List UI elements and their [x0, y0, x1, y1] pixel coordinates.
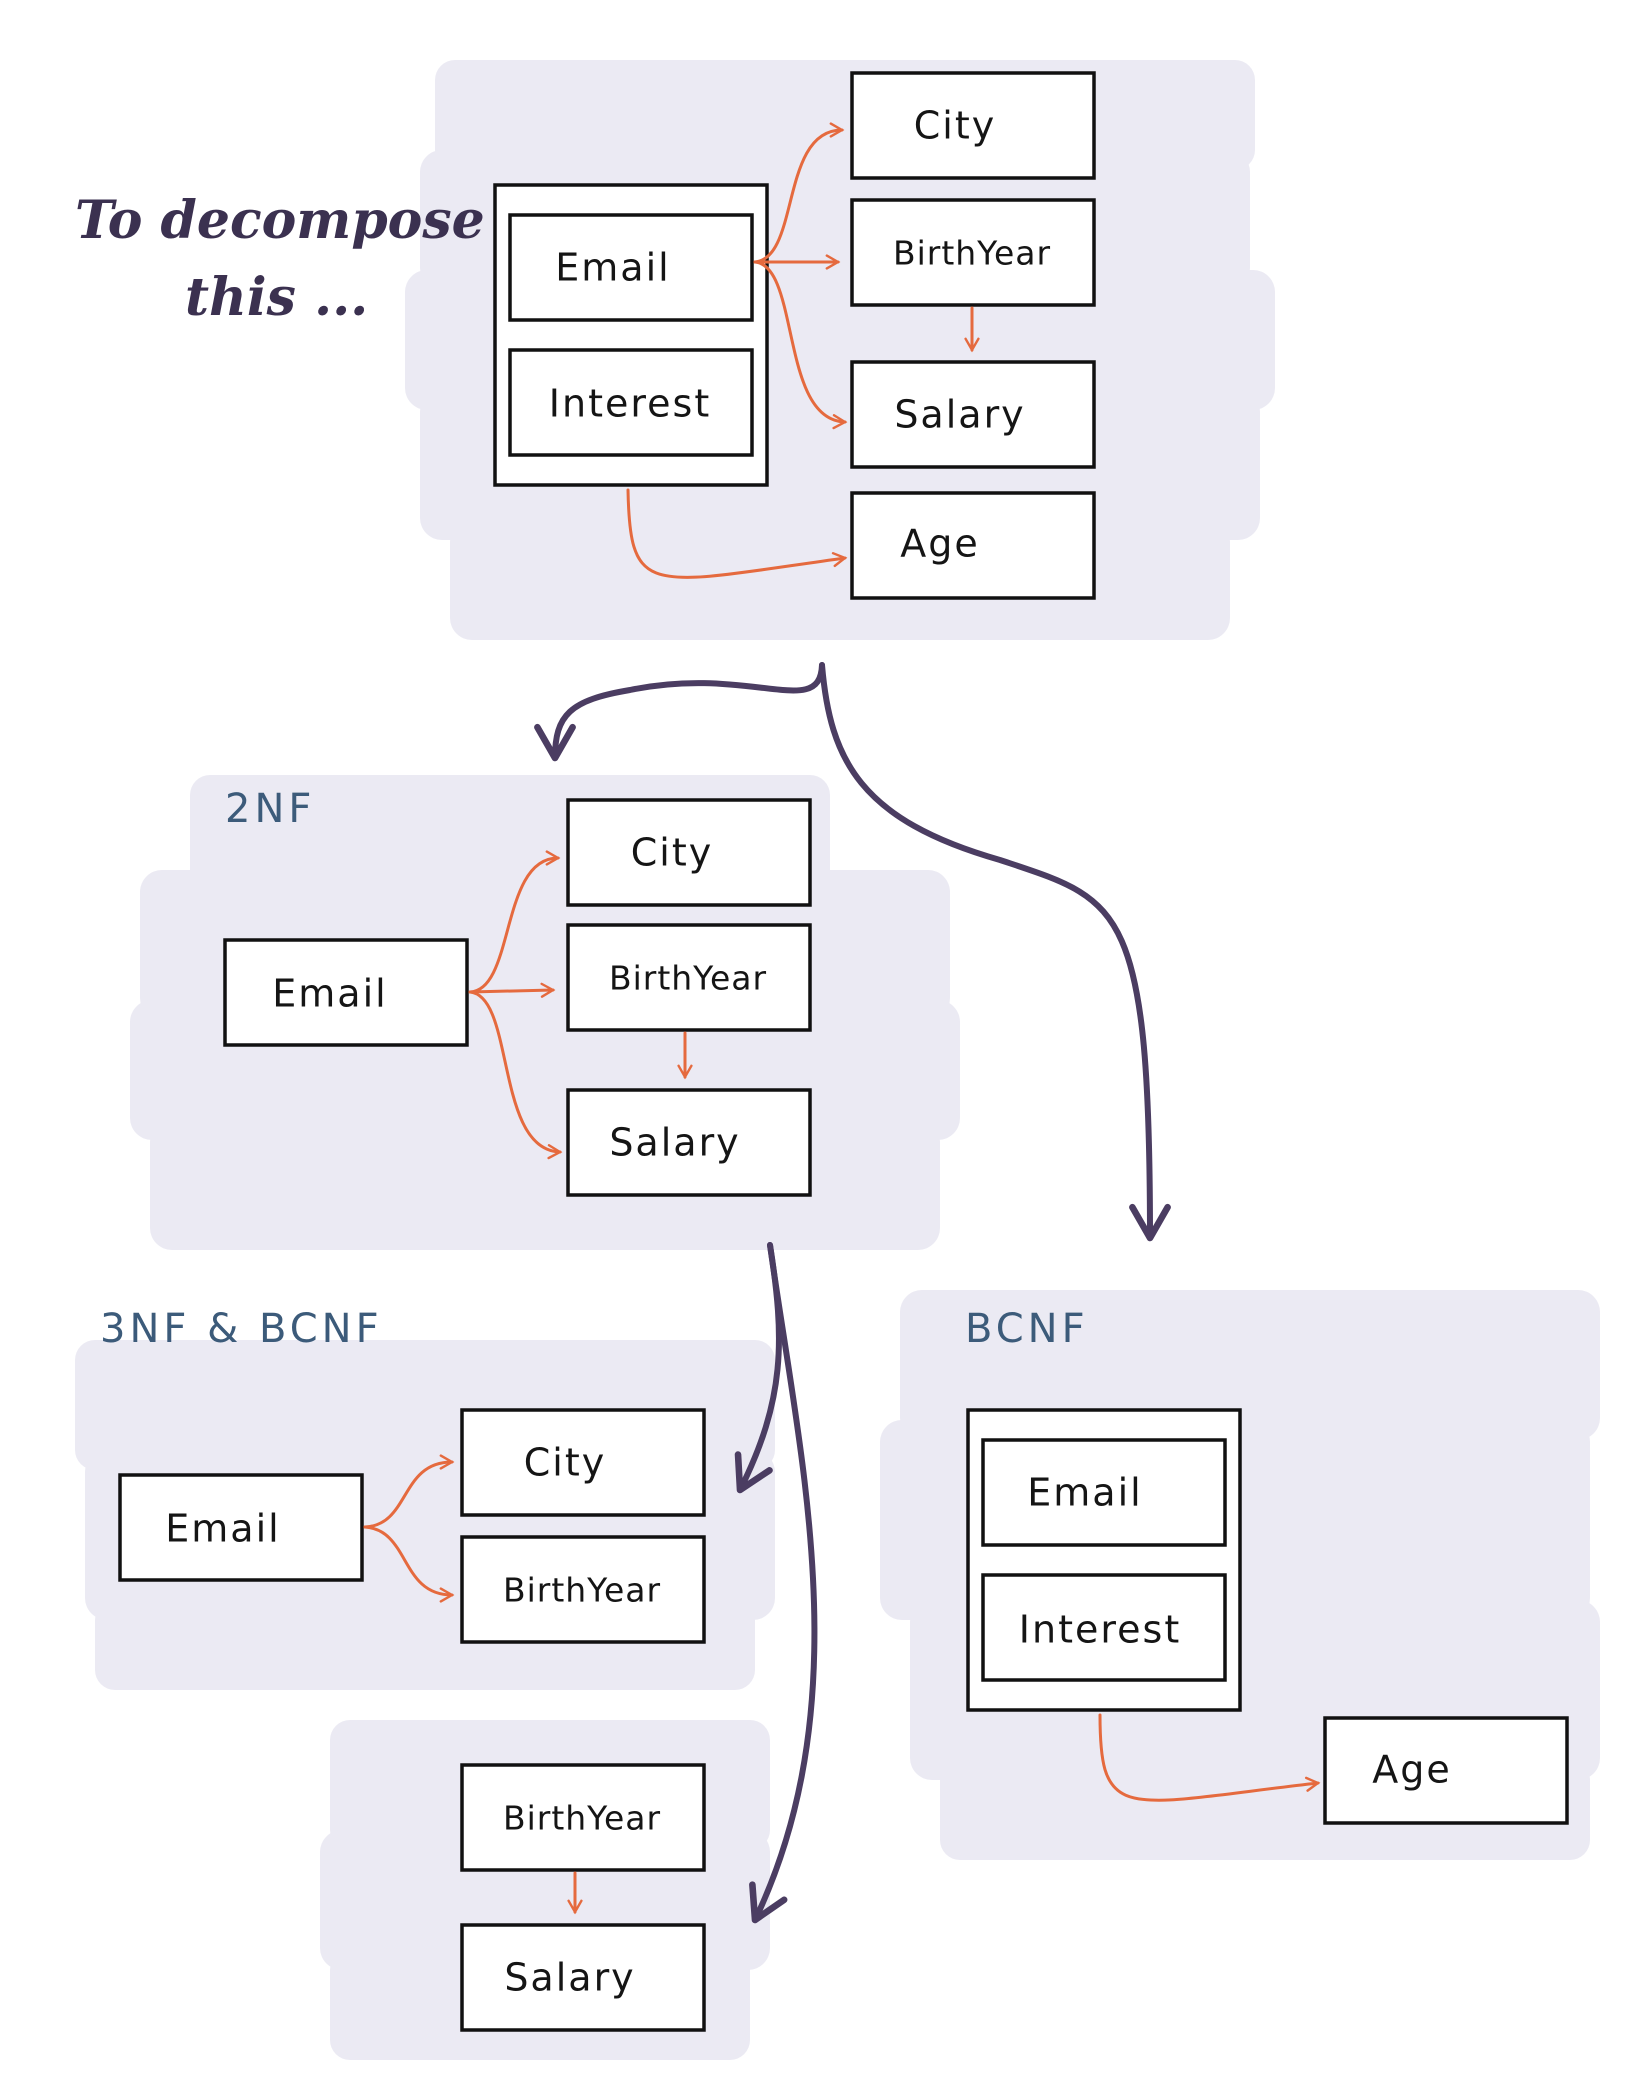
- nf3-t2-attr-salary-box: [460, 1923, 706, 2032]
- attr-salary-box: [850, 360, 1096, 469]
- key-interest-label: Interest: [549, 382, 711, 426]
- attr-age-box: [850, 491, 1096, 600]
- nf2-fd-email-birthyear: [468, 982, 556, 998]
- bcnf-heading: BCNF: [965, 1306, 1089, 1352]
- nf2-key-email-label: Email: [272, 972, 387, 1016]
- nf3-t1-key-email-label: Email: [165, 1507, 280, 1551]
- nf3-fd-email-city: [363, 1454, 455, 1529]
- attr-birthyear-label: BirthYear: [893, 234, 1051, 273]
- bcnf-key-email-label: Email: [1027, 1471, 1142, 1515]
- bcnf-fd-key-age: [1098, 1713, 1321, 1802]
- decompose-to-2nf-arrow: [534, 662, 825, 762]
- nf3-t2-key-birthyear-label: BirthYear: [503, 1799, 661, 1838]
- decompose-to-bcnf-arrow: [819, 662, 1171, 1242]
- nf2-heading: 2NF: [225, 786, 315, 832]
- nf3-t1-attr-birthyear-box: [460, 1535, 706, 1644]
- attr-age-label: Age: [900, 522, 980, 566]
- nf2-attr-birthyear-box: [566, 923, 812, 1032]
- nf3-t1-attr-city-label: City: [524, 1441, 606, 1485]
- original-relation: Email Interest City BirthYear Salary Age: [493, 71, 1096, 600]
- nf3-t2-attr-salary-label: Salary: [504, 1956, 635, 2000]
- key-email-label: Email: [555, 246, 670, 290]
- nf3-relations: 3NF & BCNF Email City BirthYear BirthYea…: [100, 1306, 706, 2032]
- key-email-box: [508, 213, 754, 322]
- fd-key-age: [626, 488, 848, 579]
- bcnf-attr-age-label: Age: [1372, 1748, 1452, 1792]
- nf3-fd-email-birthyear: [363, 1525, 455, 1603]
- key-interest-box: [508, 348, 754, 457]
- attr-birthyear-box: [850, 198, 1096, 307]
- decompose-to-3nf-table2-arrow: [749, 1242, 818, 1924]
- nf2-attr-salary-box: [566, 1088, 812, 1197]
- nf3-heading: 3NF & BCNF: [100, 1306, 383, 1352]
- nf3-t1-key-email-box: [118, 1473, 364, 1582]
- nf2-fd-email-salary: [468, 990, 563, 1160]
- fd-email-city: [753, 122, 845, 264]
- attr-salary-label: Salary: [894, 393, 1025, 437]
- nf3-t2-key-birthyear-box: [460, 1763, 706, 1872]
- nf2-key-email-box: [223, 938, 469, 1047]
- nf3-t1-attr-city-box: [460, 1408, 706, 1517]
- nf2-attr-city-label: City: [631, 831, 713, 875]
- intro-line-1: To decompose: [75, 190, 485, 251]
- nf2-attr-salary-label: Salary: [609, 1121, 740, 1165]
- nf2-relation: 2NF Email City BirthYear Salary: [223, 786, 812, 1197]
- nf2-attr-city-box: [566, 798, 812, 907]
- nf2-fd-email-city: [468, 850, 561, 994]
- attr-city-label: City: [914, 104, 996, 148]
- bcnf-relations: BCNF Email Interest Age: [965, 1306, 1569, 1825]
- attr-city-box: [850, 71, 1096, 180]
- bcnf-attr-age-box: [1323, 1716, 1569, 1825]
- intro-line-2: this ...: [185, 267, 368, 328]
- bcnf-key-interest-label: Interest: [1019, 1608, 1181, 1652]
- nf3-t1-attr-birthyear-label: BirthYear: [503, 1571, 661, 1610]
- bcnf-key-email-box: [981, 1438, 1227, 1547]
- nf2-attr-birthyear-label: BirthYear: [609, 959, 767, 998]
- fd-email-salary: [753, 260, 848, 430]
- bcnf-key-interest-box: [981, 1573, 1227, 1682]
